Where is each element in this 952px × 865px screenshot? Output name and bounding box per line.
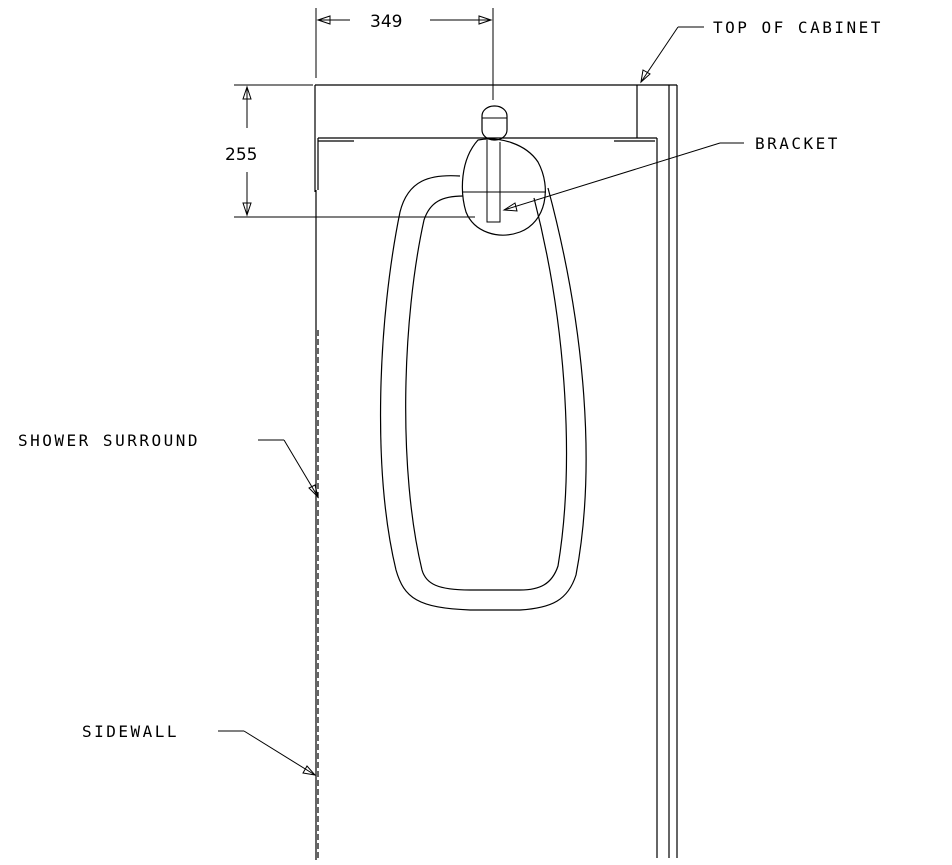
dimension-255-label: 255 [225,145,257,165]
towel-ring-outer [379,175,587,611]
arrow-bracket-icon [502,202,518,212]
label-shower-surround: SHOWER SURROUND [18,431,200,450]
callout-top-of-cabinet: TOP OF CABINET [640,18,883,84]
leader-bracket-diag [503,142,721,211]
label-bracket: BRACKET [755,134,840,153]
arrow-top-of-cabinet-icon [640,69,651,84]
leader-top-of-cabinet-diag [640,26,679,83]
leader-shower-surround-diag [283,439,319,498]
towel-ring [379,175,587,611]
label-top-of-cabinet: TOP OF CABINET [713,18,883,37]
bracket-center-block [486,191,501,223]
leader-sidewall-diag [243,730,316,776]
bracket [461,105,546,236]
bracket-body [461,138,546,236]
dimension-vertical: 255 [225,84,475,218]
callout-shower-surround: SHOWER SURROUND [18,431,319,499]
towel-ring-inner [405,195,568,591]
arrow-right-icon [478,15,493,25]
arrow-up-icon [242,85,252,100]
dimension-349-label: 349 [370,12,402,32]
callout-bracket: BRACKET [502,134,840,212]
label-sidewall: SIDEWALL [82,722,179,741]
cabinet [314,84,678,858]
dimension-horizontal: 349 [315,8,494,100]
arrow-down-icon [242,202,252,217]
callout-sidewall: SIDEWALL [82,722,317,776]
bracket-knob [481,105,508,141]
arrow-left-icon [316,15,331,25]
arrow-shower-surround-icon [308,484,319,499]
arrow-sidewall-icon [302,765,317,776]
sidewall [315,190,319,860]
